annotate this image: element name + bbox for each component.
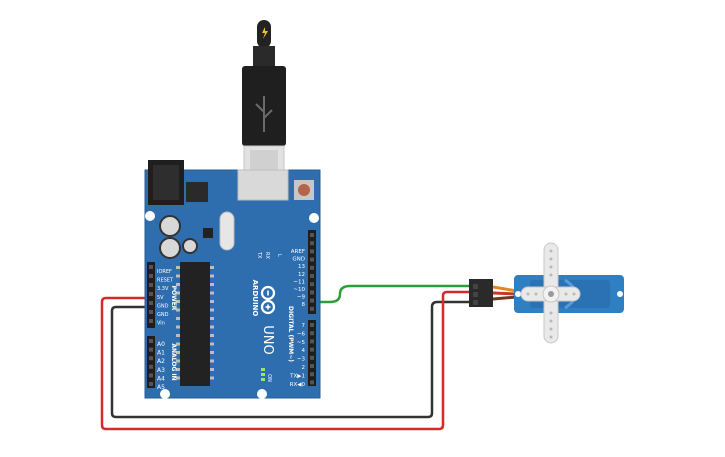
analog-pin-label: A0 — [157, 341, 165, 348]
led-tx-label: TX — [256, 251, 262, 259]
analog-pin-label: A2 — [157, 358, 165, 365]
led-l-label: L — [276, 254, 282, 257]
digital-pin-label: 13 — [298, 264, 305, 270]
capacitor — [182, 238, 198, 254]
servo-horn[interactable] — [520, 242, 581, 344]
digital-pin-label: GND — [292, 257, 305, 263]
analog-pin-label: A3 — [157, 367, 165, 374]
analog-pin-label: A5 — [157, 384, 165, 391]
analog-header[interactable] — [147, 336, 155, 388]
led-on-label: ON — [266, 374, 272, 382]
power-pin-label: 5V — [157, 295, 164, 301]
power-header-title: POWER — [170, 286, 177, 311]
brand-logo-text: ARDUINO — [251, 280, 259, 317]
digital-pin-label: 7 — [302, 323, 306, 329]
power-pin-label: GND — [157, 312, 169, 318]
power-pin-label: GND — [157, 303, 169, 309]
digital-pin-label: TX▶1 — [289, 373, 305, 379]
servo-motor[interactable] — [469, 242, 624, 344]
wire-power-5v[interactable] — [100, 290, 474, 431]
wire-signal-d9[interactable] — [316, 284, 474, 304]
digital-pin-label: 4 — [302, 348, 306, 354]
led-rx-label: RX — [264, 252, 270, 259]
usb-jack — [237, 169, 289, 201]
power-pin-label: IOREF — [157, 269, 172, 275]
digital-pin-label: RX◀0 — [290, 382, 306, 388]
digital-header-title: DIGITAL (PWM~) — [287, 306, 294, 362]
digital-header-bottom[interactable] — [308, 320, 316, 386]
usb-chip — [203, 228, 213, 238]
wire-ground[interactable] — [110, 300, 474, 419]
capacitor — [159, 215, 181, 237]
analog-header-title: ANALOG IN — [170, 343, 177, 380]
power-pin-label: RESET — [157, 278, 174, 284]
digital-pin-label: 2 — [302, 365, 306, 371]
usb-icon — [255, 96, 273, 132]
analog-pin-label: A1 — [157, 350, 165, 357]
board-model-text: UNO — [260, 325, 275, 354]
crystal-oscillator — [219, 211, 235, 251]
servo-connector[interactable] — [469, 279, 493, 307]
digital-pin-label: ~10 — [293, 287, 305, 293]
microcontroller-chip — [180, 262, 210, 386]
digital-pin-label: AREF — [291, 249, 305, 255]
arduino-logo-icon — [260, 285, 276, 315]
digital-pin-label: ~11 — [293, 279, 305, 285]
capacitor — [159, 237, 181, 259]
reset-button[interactable] — [294, 180, 314, 200]
voltage-regulator — [186, 182, 208, 202]
power-pin-label: Vin — [157, 321, 165, 327]
digital-pin-label: 12 — [298, 272, 305, 278]
digital-pin-label: ~6 — [297, 331, 306, 337]
analog-pin-label: A4 — [157, 375, 165, 382]
lightning-icon — [262, 27, 268, 39]
digital-header-top[interactable] — [308, 230, 316, 314]
power-pin-label: 3.3V — [157, 286, 169, 292]
digital-pin-label: ~5 — [297, 340, 306, 346]
digital-pin-label: ~3 — [297, 357, 306, 363]
digital-pin-label: ~9 — [297, 295, 306, 301]
digital-pin-label: 8 — [302, 302, 306, 308]
on-led — [261, 368, 265, 381]
